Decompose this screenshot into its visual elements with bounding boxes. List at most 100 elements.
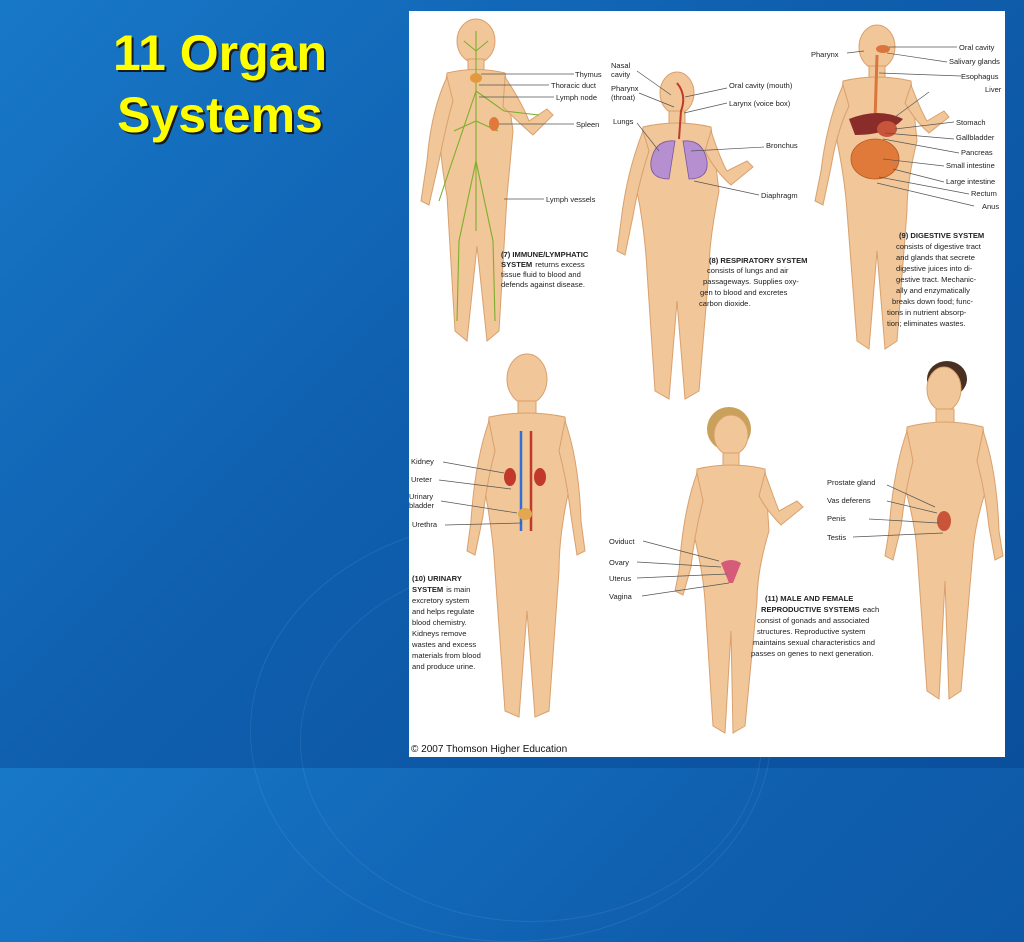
label-bladder: bladder xyxy=(409,501,435,510)
female-reproductive-labels: Oviduct Ovary Uterus Vagina xyxy=(609,537,635,601)
label-liver: Liver xyxy=(985,85,1002,94)
digestive-caption-text-3: digestive juices into di- xyxy=(896,264,973,273)
left-arm-shape xyxy=(884,429,914,561)
lymph-vessels-shape xyxy=(438,31,540,322)
esophagus-shape xyxy=(873,54,879,122)
intestines-shape xyxy=(850,138,900,180)
digestive-caption: (9) DIGESTIVE SYSTEM consists of digesti… xyxy=(887,231,984,328)
slide-title: 11 Organ Systems xyxy=(70,22,370,146)
label-pharynx-digestive: Pharynx xyxy=(811,50,839,59)
right-arm-shape xyxy=(558,419,586,556)
right-arm-shape xyxy=(904,83,950,134)
label-oviduct: Oviduct xyxy=(609,537,635,546)
left-kidney-shape xyxy=(504,468,516,486)
urinary-caption-title-1: (10) URINARY xyxy=(412,574,462,583)
urinary-caption-text-7: materials from blood xyxy=(412,651,481,660)
label-salivary-glands: Salivary glands xyxy=(949,57,1000,66)
label-diaphragm: Diaphragm xyxy=(761,191,798,200)
label-bronchus: Bronchus xyxy=(766,141,798,150)
organ-systems-figure: Thymus Thoracic duct Lymph node Spleen L… xyxy=(409,11,1005,757)
digestive-caption-text-5: ally and enzymatically xyxy=(896,286,970,295)
mouth-shape xyxy=(876,45,890,53)
torso-shape xyxy=(836,76,918,350)
left-arm-shape xyxy=(466,419,496,556)
urinary-caption-text-4: blood chemistry. xyxy=(412,618,467,627)
reproductive-caption-text-2: consist of gonads and associated xyxy=(757,616,869,625)
label-nasal: Nasal xyxy=(611,61,631,70)
right-arm-shape xyxy=(502,75,554,136)
label-ureter: Ureter xyxy=(411,475,432,484)
label-urethra: Urethra xyxy=(412,520,438,529)
left-arm-shape xyxy=(616,129,650,256)
copyright-credit: © 2007 Thomson Higher Education xyxy=(411,744,568,755)
digestive-caption-text-4: gestive tract. Mechanic- xyxy=(896,275,977,284)
digestive-caption-text-2: and glands that secrete xyxy=(896,253,975,262)
label-rectum: Rectum xyxy=(971,189,997,198)
urinary-caption-text-1: is main xyxy=(446,585,470,594)
respiratory-caption-text-1: consists of lungs and air xyxy=(707,266,789,275)
left-arm-shape xyxy=(420,75,454,206)
reproductive-caption-text-4: maintains sexual characteristics and xyxy=(753,638,875,647)
immune-system-figure xyxy=(420,18,574,342)
digestive-caption-title: (9) DIGESTIVE SYSTEM xyxy=(899,231,984,240)
right-arm-shape xyxy=(976,429,1004,561)
digestive-labels: Pharynx Oral cavity Salivary glands Esop… xyxy=(811,43,1002,211)
immune-caption-title-2: SYSTEM xyxy=(501,260,532,269)
head-shape xyxy=(926,366,962,412)
reproductive-caption: (11) MALE AND FEMALE REPRODUCTIVE SYSTEM… xyxy=(751,594,879,658)
label-testis: Testis xyxy=(827,533,846,542)
head-shape xyxy=(659,71,695,115)
digestive-caption-text-1: consists of digestive tract xyxy=(896,242,982,251)
label-small-intestine: Small intestine xyxy=(946,161,995,170)
spleen-shape xyxy=(489,117,499,131)
digestive-caption-text-8: tion; eliminates wastes. xyxy=(887,319,966,328)
uterus-shape xyxy=(721,560,741,583)
urinary-caption-text-3: and helps regulate xyxy=(412,607,475,616)
urinary-caption-text-2: excretory system xyxy=(412,596,469,605)
label-gallbladder: Gallbladder xyxy=(956,133,995,142)
anatomy-illustration: Thymus Thoracic duct Lymph node Spleen L… xyxy=(409,18,1004,734)
label-lymph-vessels: Lymph vessels xyxy=(546,195,596,204)
digestive-system-figure xyxy=(814,24,975,350)
label-kidney: Kidney xyxy=(411,457,434,466)
urinary-caption-title-2: SYSTEM xyxy=(412,585,443,594)
respiratory-caption: (8) RESPIRATORY SYSTEM consists of lungs… xyxy=(699,256,807,308)
respiratory-caption-text-2: passageways. Supplies oxy- xyxy=(703,277,799,286)
torso-shape xyxy=(636,122,720,400)
respiratory-caption-title: (8) RESPIRATORY SYSTEM xyxy=(709,256,807,265)
urinary-system-figure xyxy=(438,353,586,718)
label-larynx: Larynx (voice box) xyxy=(729,99,791,108)
left-arm-shape xyxy=(814,83,850,206)
reproductive-caption-title-1: (11) MALE AND FEMALE xyxy=(765,594,853,603)
label-thoracic-duct: Thoracic duct xyxy=(551,81,597,90)
left-lung-shape xyxy=(650,140,676,180)
female-reproductive-figure xyxy=(636,407,804,734)
label-penis: Penis xyxy=(827,514,846,523)
head-shape xyxy=(713,414,749,456)
reproductive-caption-text-5: passes on genes to next generation. xyxy=(751,649,873,658)
torso-shape xyxy=(902,421,990,700)
male-organs-shape xyxy=(937,511,951,531)
right-arm-shape xyxy=(758,471,804,526)
right-arm-shape xyxy=(704,129,754,186)
digestive-caption-text-6: breaks down food; func- xyxy=(892,297,974,306)
urinary-labels: Kidney Ureter Urinary bladder Urethra xyxy=(409,457,438,529)
male-reproductive-figure xyxy=(852,361,1004,700)
label-prostate-gland: Prostate gland xyxy=(827,478,875,487)
immune-labels: Thymus Thoracic duct Lymph node Spleen L… xyxy=(546,70,602,204)
label-uterus: Uterus xyxy=(609,574,631,583)
immune-caption-text-3: defends against disease. xyxy=(501,280,585,289)
label-ovary: Ovary xyxy=(609,558,629,567)
label-anus: Anus xyxy=(982,202,999,211)
reproductive-caption-title-2: REPRODUCTIVE SYSTEMS xyxy=(761,605,860,614)
right-kidney-shape xyxy=(534,468,546,486)
bladder-shape xyxy=(518,508,532,520)
label-lungs: Lungs xyxy=(613,117,634,126)
torso-shape xyxy=(692,464,770,734)
label-cavity: cavity xyxy=(611,70,630,79)
liver-shape xyxy=(849,113,903,135)
